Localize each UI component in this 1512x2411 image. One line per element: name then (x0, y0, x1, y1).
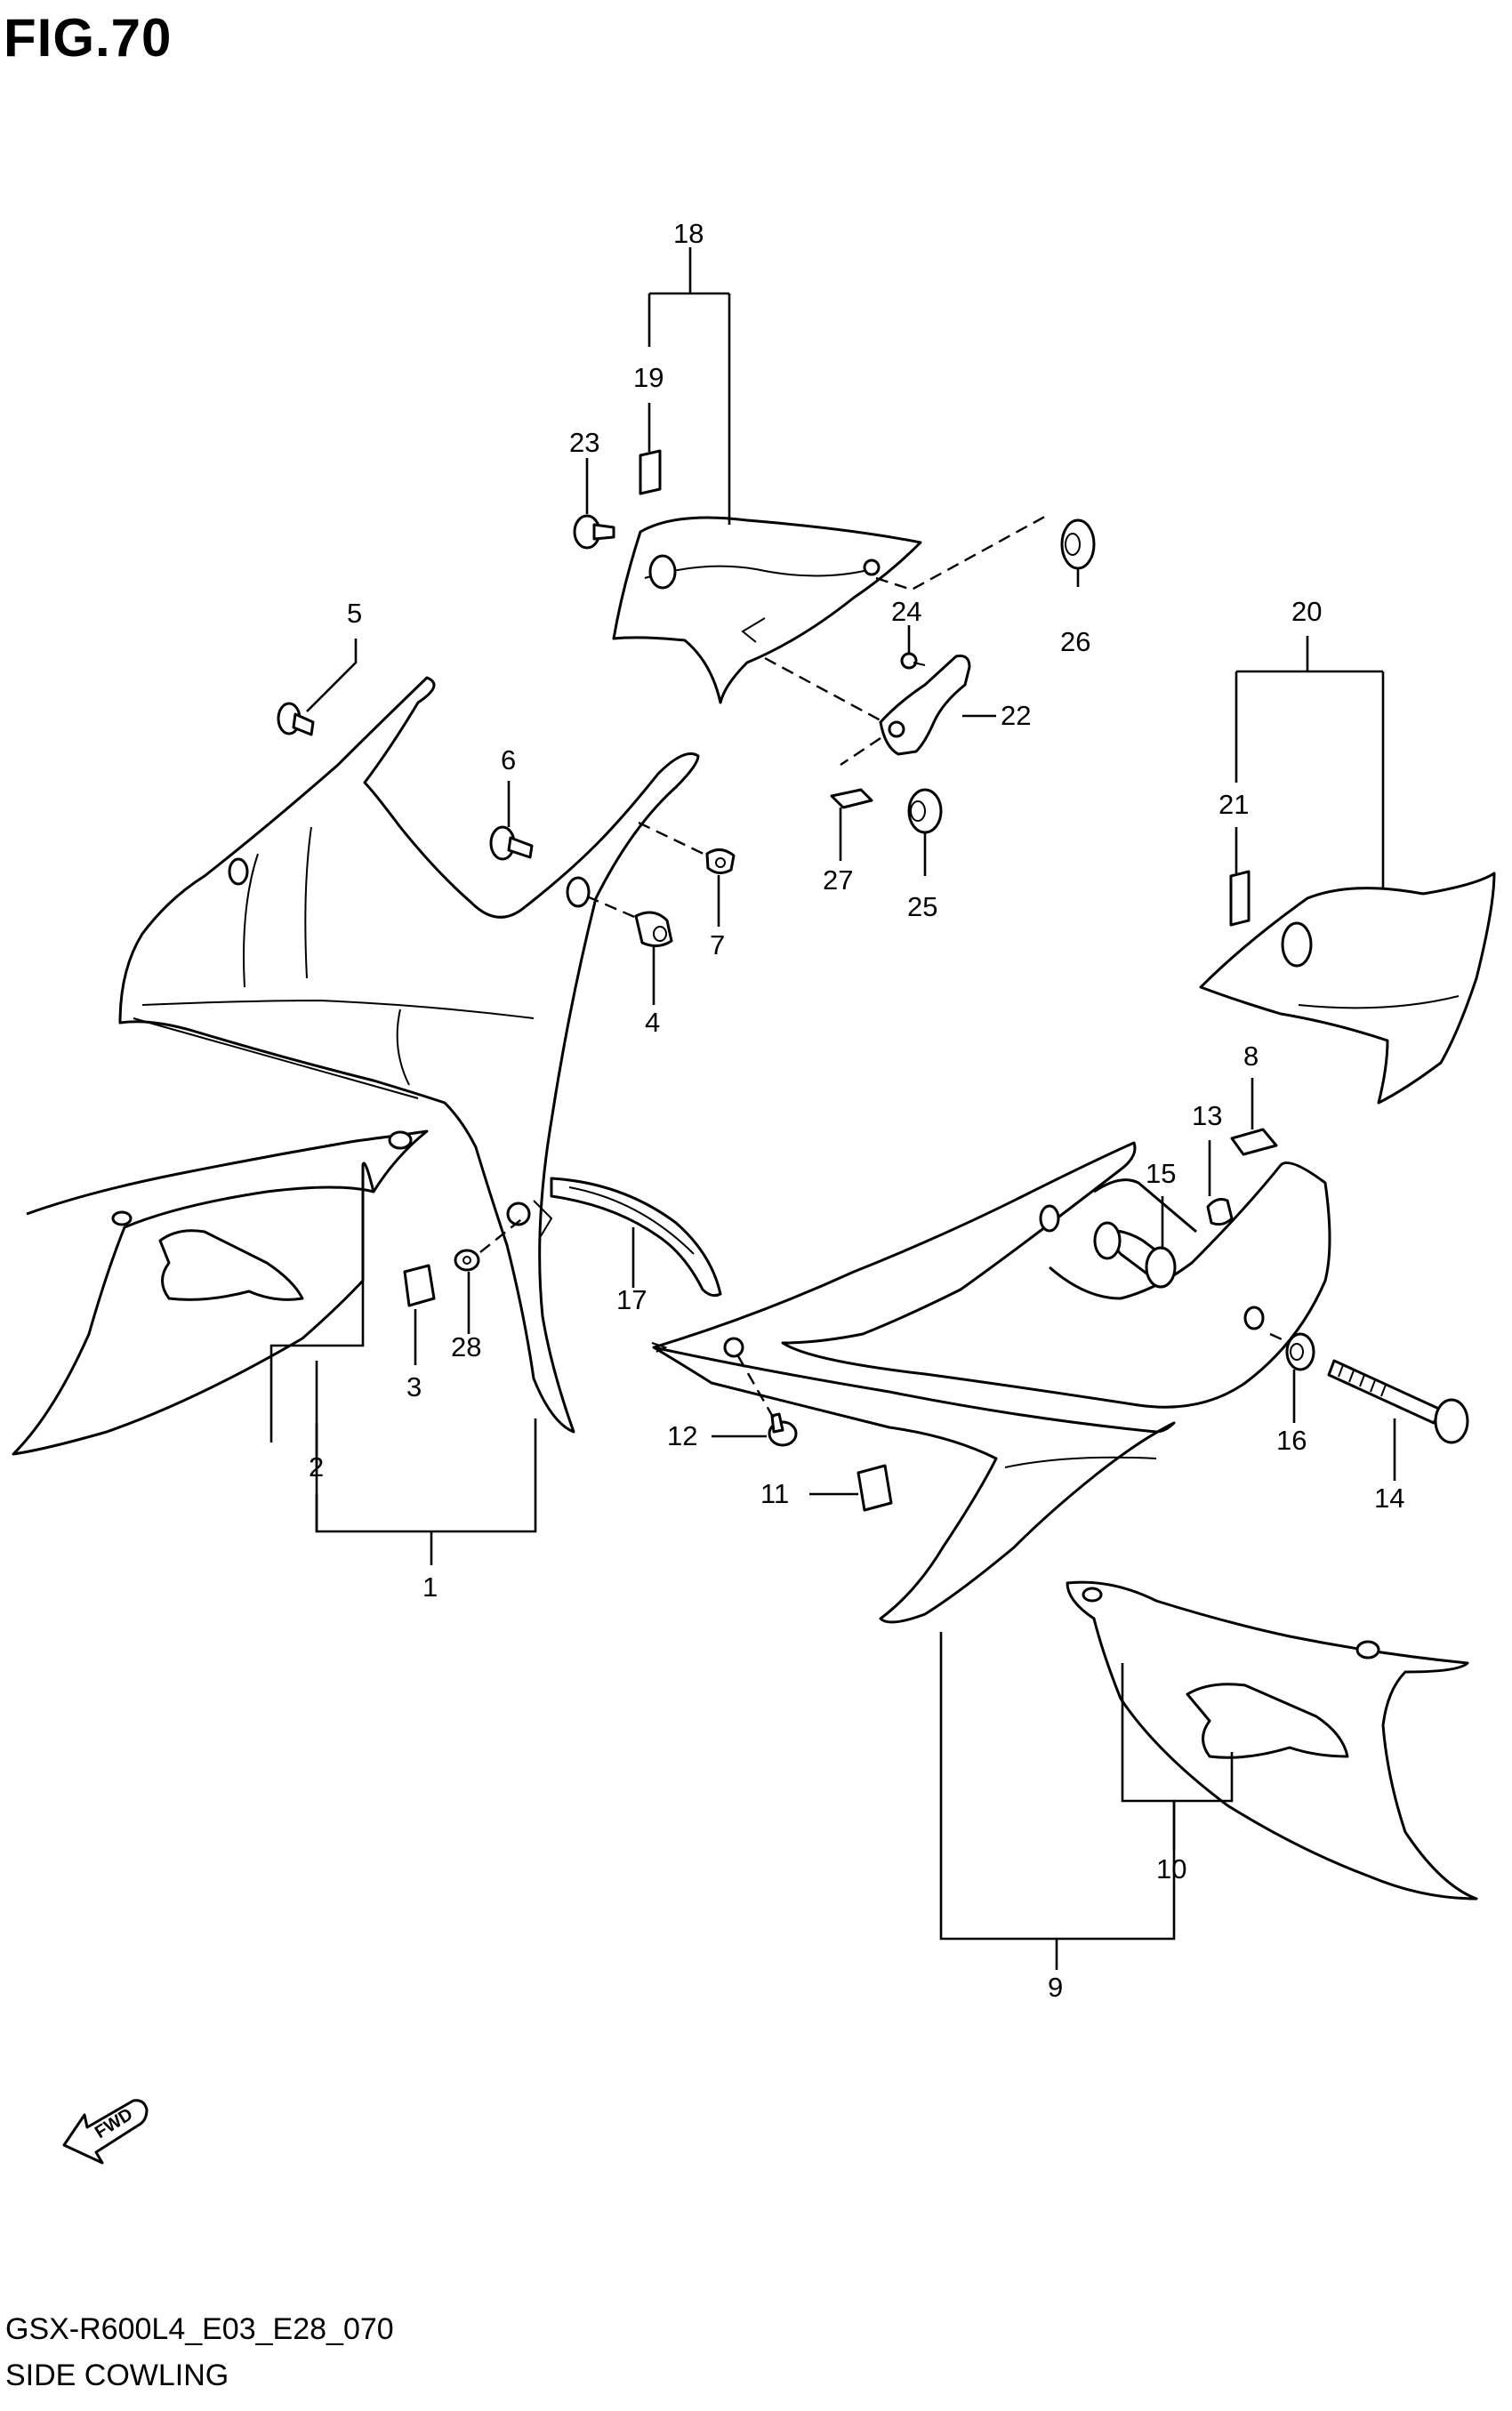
bolt-14 (1327, 1359, 1469, 1444)
bushing-16 (1285, 1332, 1315, 1371)
label-21 (1229, 870, 1251, 927)
upper-inner-panel (612, 516, 922, 704)
callout-12: 12 (667, 1420, 697, 1451)
callout-5: 5 (347, 598, 362, 629)
callout-3: 3 (406, 1371, 422, 1402)
callout-20: 20 (1291, 596, 1322, 627)
nut-4 (634, 911, 673, 947)
callout-24: 24 (891, 596, 921, 627)
screw-24 (900, 652, 926, 670)
clip-11 (857, 1464, 893, 1512)
side-cowling-lower-2 (12, 1129, 429, 1456)
callout-4: 4 (645, 1007, 660, 1038)
side-cowling-right-9 (651, 1141, 1331, 1624)
rivet-28 (454, 1249, 480, 1272)
callout-14: 14 (1374, 1483, 1404, 1514)
callout-25: 25 (907, 891, 937, 922)
bracket-22 (879, 655, 971, 756)
screw-5 (277, 702, 315, 736)
callouts: 18 19 23 24 26 22 27 25 20 21 5 6 7 4 8 … (309, 218, 1404, 2003)
callout-26: 26 (1060, 626, 1090, 657)
garnish-17 (550, 1177, 722, 1298)
callout-19: 19 (633, 362, 664, 393)
callout-22: 22 (1001, 700, 1031, 731)
callout-1: 1 (422, 1571, 438, 1603)
screw-12-bolt (768, 1412, 798, 1447)
cap-13 (1206, 1198, 1234, 1226)
side-cowling-lower-10 (1066, 1580, 1478, 1901)
callout-8: 8 (1243, 1041, 1259, 1072)
callout-11: 11 (760, 1478, 789, 1509)
bolt-23 (573, 514, 615, 550)
cushion-8 (1230, 1128, 1278, 1156)
grommet-26 (1060, 518, 1096, 570)
side-cowling-upper-1 (118, 676, 700, 1434)
callout-23: 23 (569, 427, 599, 458)
callout-21: 21 (1218, 789, 1249, 820)
callout-2: 2 (309, 1451, 324, 1483)
clip-3 (403, 1264, 436, 1307)
callout-27: 27 (823, 864, 853, 896)
callout-9: 9 (1048, 1972, 1063, 2003)
fwd-arrow-icon: FWD (62, 2099, 149, 2165)
figure-title: FIG.70 (4, 8, 173, 68)
grommet-25 (907, 788, 943, 834)
callout-10: 10 (1156, 1853, 1186, 1885)
callout-7: 7 (710, 929, 725, 960)
footer-model-code: GSX-R600L4_E03_E28_070 (5, 2312, 394, 2346)
cushion-27 (830, 788, 873, 809)
label-19 (639, 449, 662, 495)
cover-20 (1199, 872, 1496, 1105)
footer-section-name: SIDE COWLING (5, 2359, 229, 2392)
callout-16: 16 (1276, 1425, 1307, 1456)
callout-18: 18 (673, 218, 704, 249)
callout-17: 17 (616, 1284, 647, 1315)
callout-28: 28 (451, 1331, 481, 1362)
callout-15: 15 (1146, 1158, 1176, 1189)
rivet-7 (705, 848, 736, 874)
collar-15 (1093, 1221, 1177, 1289)
callout-13: 13 (1192, 1100, 1222, 1131)
screw-6 (489, 825, 534, 861)
leader-lines (269, 247, 1396, 1970)
grommet-12 (723, 1337, 744, 1358)
callout-6: 6 (501, 744, 516, 776)
